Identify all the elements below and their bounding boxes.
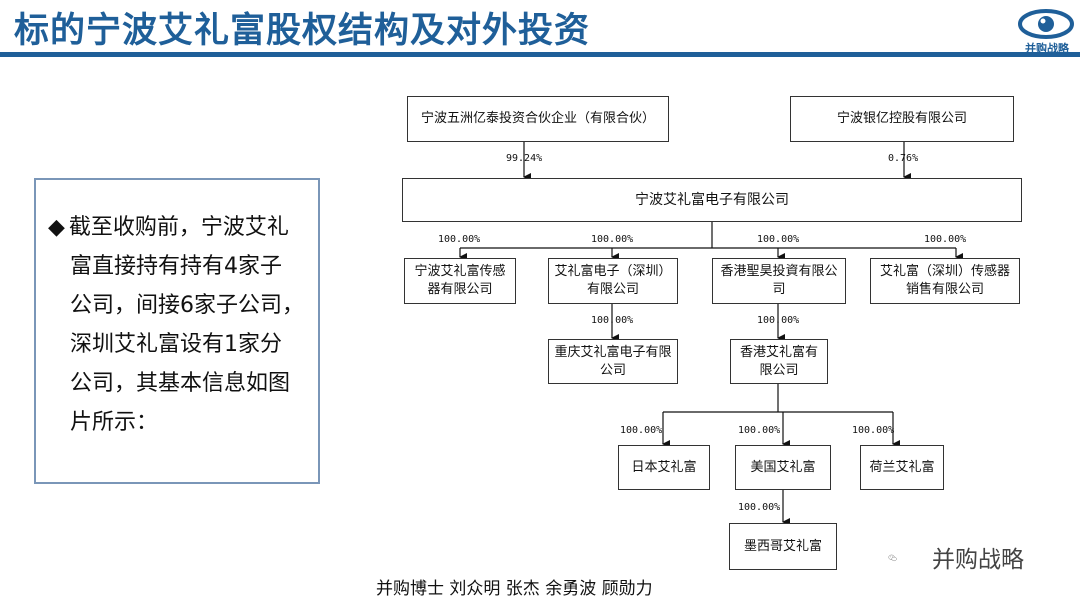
info-panel [34, 178, 320, 484]
ownership-percent: 100.00% [591, 315, 634, 326]
footer-authors: 并购博士 刘众明 张杰 余勇波 顾勋力 [376, 579, 653, 599]
info-line: 公司，其基本信息如图 [70, 371, 291, 396]
subsidiary-box: 艾礼富电子（深圳）有限公司 [548, 258, 678, 304]
target-company-box: 宁波艾礼富电子有限公司 [402, 178, 1022, 222]
subsidiary-box: 香港艾礼富有限公司 [730, 339, 828, 384]
ownership-percent: 100.00% [591, 234, 634, 245]
logo-text: 并购战略 [1025, 42, 1069, 55]
page-title: 标的宁波艾礼富股权结构及对外投资 [14, 11, 591, 51]
subsidiary-box: 宁波艾礼富传感器有限公司 [404, 258, 516, 304]
shareholder-box: 宁波五洲亿泰投资合伙企业（有限合伙） [407, 96, 669, 142]
ownership-percent: 100.00% [757, 315, 800, 326]
ownership-percent: 100.00% [924, 234, 967, 245]
wechat-icon [888, 554, 897, 562]
subsidiary-box: 艾礼富（深圳）传感器销售有限公司 [870, 258, 1020, 304]
info-line: ◆截至收购前，宁波艾礼 [48, 215, 289, 240]
ownership-percent: 100.00% [738, 425, 781, 436]
subsidiary-box: 荷兰艾礼富 [860, 445, 944, 490]
eye-icon [1018, 9, 1074, 39]
subsidiary-box: 香港聖昊投資有限公司 [712, 258, 846, 304]
subsidiary-box: 墨西哥艾礼富 [729, 523, 837, 570]
ownership-percent: 100.00% [757, 234, 800, 245]
subsidiary-box: 美国艾礼富 [735, 445, 831, 490]
ownership-percent: 100.00% [738, 502, 781, 513]
info-line: 深圳艾礼富设有1家分 [70, 332, 282, 357]
ownership-percent: 100.00% [852, 425, 895, 436]
info-line: 片所示： [70, 410, 159, 435]
watermark-text: 并购战略 [932, 547, 1024, 573]
ownership-percent: 99.24% [506, 153, 543, 164]
info-line: 富直接持有持有4家子 [70, 254, 282, 279]
title-underline [0, 52, 1080, 57]
subsidiary-box: 日本艾礼富 [618, 445, 710, 490]
diamond-bullet-icon: ◆ [48, 215, 65, 240]
ownership-percent: 100.00% [620, 425, 663, 436]
info-line: 公司，间接6家子公司， [70, 293, 304, 318]
shareholder-box: 宁波银亿控股有限公司 [790, 96, 1014, 142]
info-text: ◆截至收购前，宁波艾礼 富直接持有持有4家子 公司，间接6家子公司， 深圳艾礼富… [48, 208, 320, 442]
ownership-percent: 100.00% [438, 234, 481, 245]
subsidiary-box: 重庆艾礼富电子有限公司 [548, 339, 678, 384]
ownership-percent: 0.76% [888, 153, 919, 164]
